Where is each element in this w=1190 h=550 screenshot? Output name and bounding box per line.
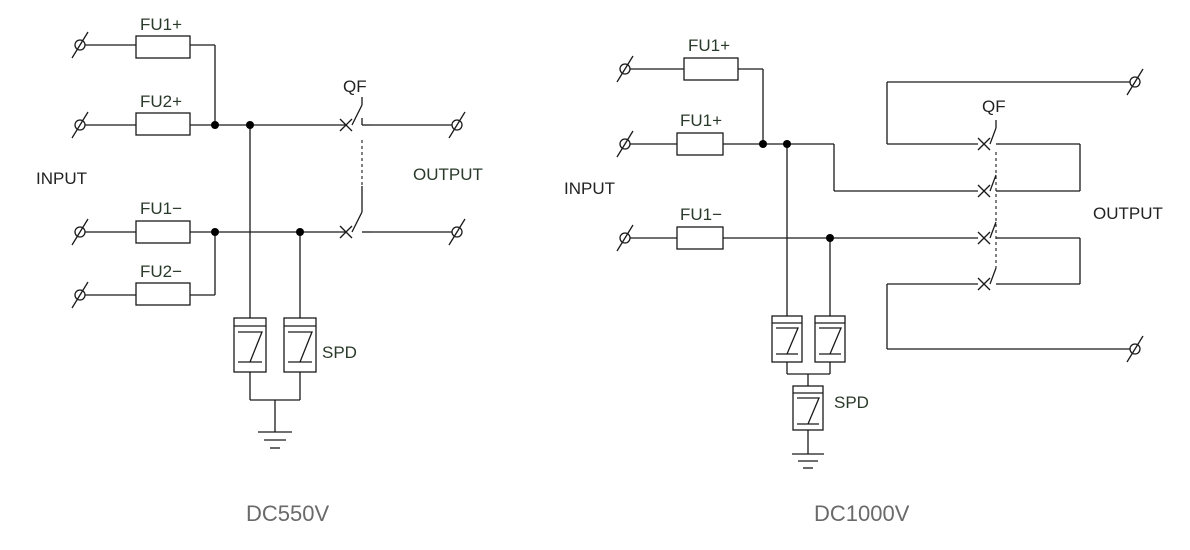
- fuse-fu1-plus: [683, 57, 739, 81]
- fuse-fu1-plus: [135, 35, 191, 59]
- spd-label: SPD: [834, 393, 869, 412]
- fuse-fu1-minus: [676, 226, 724, 250]
- output-terminal-1: [1126, 68, 1144, 96]
- junction-dot: [211, 121, 219, 129]
- wires-left: [85, 44, 345, 432]
- fuse-label: FU2+: [140, 92, 182, 111]
- breaker-qf: [339, 97, 452, 239]
- breaker-label: QF: [982, 97, 1006, 116]
- junction-dot: [783, 140, 791, 148]
- spd-device-3: [792, 385, 824, 431]
- ground-symbol: [792, 453, 824, 469]
- diagram-title: DC1000V: [814, 501, 910, 526]
- ground-symbol: [258, 431, 292, 449]
- output-label: OUTPUT: [413, 165, 483, 184]
- fuse-fu1-plus: [676, 132, 724, 156]
- breaker-label: QF: [343, 77, 367, 96]
- wires-right: [630, 68, 1130, 454]
- diagram-title: DC550V: [246, 501, 329, 526]
- spd-label: SPD: [322, 343, 357, 362]
- junction-dot: [826, 234, 834, 242]
- fuse-fu2-plus: [135, 112, 191, 136]
- diagram-dc550v: FU1+ FU2+ FU1− FU2− QF INPUT OUTPUT SPD …: [36, 15, 483, 526]
- junction-dot: [296, 228, 304, 236]
- fuse-label: FU1+: [688, 36, 730, 55]
- fuse-label: FU1−: [680, 205, 722, 224]
- fuse-label: FU1−: [140, 199, 182, 218]
- junction-dot: [211, 228, 219, 236]
- spd-device-1: [233, 317, 267, 373]
- output-terminal-2: [1126, 335, 1144, 363]
- breaker-qf: [977, 120, 1000, 291]
- fuse-label: FU1+: [680, 111, 722, 130]
- input-label: INPUT: [564, 179, 615, 198]
- spd-device-2: [283, 317, 317, 373]
- input-label: INPUT: [36, 169, 87, 188]
- spd-device-1: [771, 315, 803, 363]
- junction-dot: [246, 121, 254, 129]
- fuse-label: FU2−: [140, 262, 182, 281]
- spd-device-2: [814, 315, 846, 363]
- fuse-fu2-minus: [135, 282, 191, 306]
- diagram-dc1000v: FU1+ FU1+ FU1− QF INPUT OUTPUT SPD DC100…: [564, 36, 1163, 526]
- output-terminal-1: [448, 111, 466, 139]
- output-terminal-2: [448, 218, 466, 246]
- fuse-label: FU1+: [140, 15, 182, 34]
- output-label: OUTPUT: [1093, 204, 1163, 223]
- junction-dot: [759, 140, 767, 148]
- fuse-fu1-minus: [135, 220, 191, 244]
